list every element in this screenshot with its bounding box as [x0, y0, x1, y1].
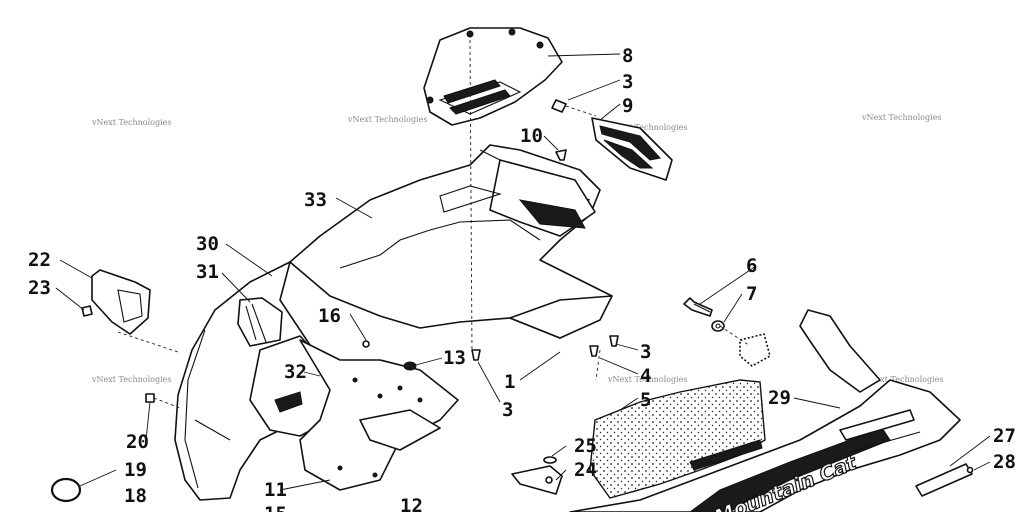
callout-19: 19 — [124, 459, 147, 481]
callout-11: 11 — [264, 479, 287, 501]
callout-9: 9 — [622, 95, 633, 117]
callout-33: 33 — [304, 189, 327, 211]
callout-1: 1 — [504, 371, 515, 393]
callout-8: 8 — [622, 45, 633, 67]
watermark-text: vNext Technologies — [91, 118, 171, 127]
callout-18: 18 — [124, 485, 147, 507]
callout-7: 7 — [746, 283, 757, 305]
watermark-text: vNext Technologies — [607, 375, 687, 384]
callout-29: 29 — [768, 387, 791, 409]
callout-6: 6 — [746, 255, 757, 277]
callout-16: 16 — [318, 305, 341, 327]
callout-25: 25 — [574, 435, 597, 457]
part-24-bracket — [511, 456, 563, 495]
part-22-housing — [91, 269, 151, 335]
callout-30: 30 — [196, 233, 219, 255]
part-5-shield — [589, 379, 766, 499]
callout-31: 31 — [196, 261, 219, 283]
callout-labels: 8 3 9 10 33 30 31 22 23 16 13 32 1 3 3 4… — [28, 45, 1016, 512]
part-9-grille — [591, 117, 673, 181]
callout-10: 10 — [520, 125, 543, 147]
callout-22: 22 — [28, 249, 51, 271]
callout-3: 3 — [622, 71, 633, 93]
watermark-text: vNext Technologies — [91, 375, 171, 384]
part-33-hood — [289, 144, 613, 339]
watermark-text: vNext Technologies — [863, 375, 943, 384]
callout-28: 28 — [993, 451, 1016, 473]
watermark-text: vNext Technologies — [347, 115, 427, 124]
watermark-text: vNext Technologies — [861, 113, 941, 122]
part-8-cover — [423, 27, 563, 126]
leader-lines — [55, 53, 991, 491]
callout-32: 32 — [284, 361, 307, 383]
callout-27: 27 — [993, 425, 1016, 447]
callout-20: 20 — [126, 431, 149, 453]
part-11-inner-panel — [299, 339, 459, 491]
part-27-plate — [915, 463, 973, 497]
assembly-lines — [117, 39, 751, 409]
callout-3: 3 — [502, 399, 513, 421]
callout-12: 12 — [400, 495, 423, 512]
watermark-text: vNext Technologies — [607, 123, 687, 132]
callout-4: 4 — [640, 365, 651, 387]
callout-13: 13 — [443, 347, 466, 369]
hardware — [50, 99, 974, 503]
callout-24: 24 — [574, 459, 597, 481]
callout-3: 3 — [640, 341, 651, 363]
part-29-skirt: Mountain Cat — [569, 309, 961, 512]
callout-23: 23 — [28, 277, 51, 299]
callout-15: 15 — [264, 503, 287, 512]
callout-5: 5 — [640, 389, 651, 411]
